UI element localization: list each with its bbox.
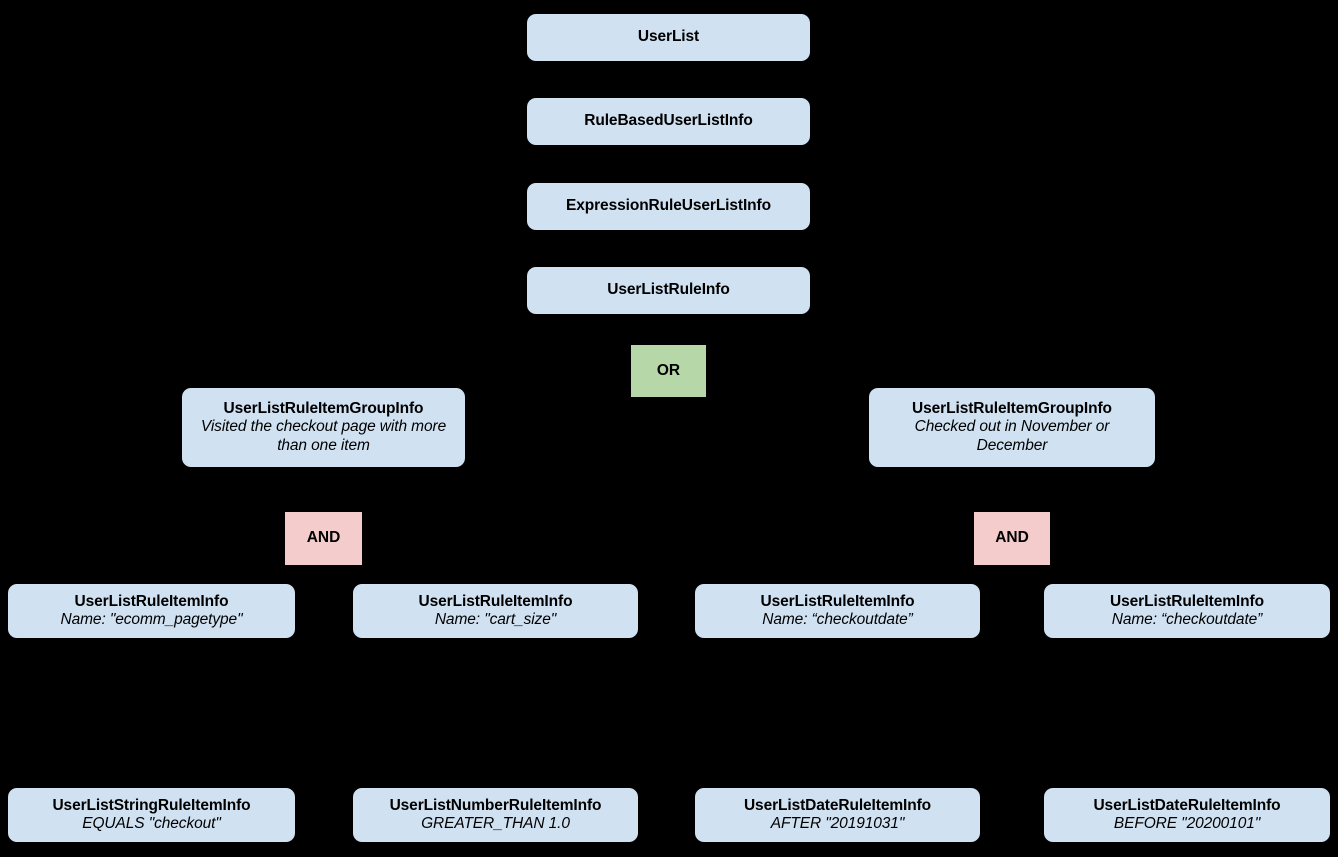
edge-userlist-to-rulebased (667, 61, 669, 99)
node-group-right-subtitle: Checked out in November or December (914, 418, 1110, 454)
edge-and-left-to-cartsize (494, 565, 496, 584)
node-user-list-rule-info[interactable]: UserListRuleInfo (527, 267, 810, 314)
node-leaf-date-before-subtitle: BEFORE "20200101" (1113, 815, 1261, 832)
edge-pagetype-to-leaf-string (151, 638, 153, 788)
node-item-checkoutdate-after[interactable]: UserListRuleItemInfo Name: “checkoutdate… (695, 584, 980, 638)
node-group-left-subtitle: Visited the checkout page with more than… (200, 418, 447, 454)
node-item-cart-size[interactable]: UserListRuleItemInfo Name: "cart_size" (353, 584, 638, 638)
and-operator-right-label: AND (995, 529, 1029, 547)
node-rule-based-user-list-info-title: RuleBasedUserListInfo (584, 112, 753, 130)
edge-expression-to-ruleinfo (667, 230, 669, 268)
edge-and-right-to-before (1185, 565, 1187, 584)
node-expression-rule-user-list-info[interactable]: ExpressionRuleUserListInfo (527, 183, 810, 230)
node-leaf-string-rule-title: UserListStringRuleItemInfo (52, 796, 251, 814)
node-leaf-number-rule-title: UserListNumberRuleItemInfo (389, 796, 602, 814)
edge-and-right-to-after (837, 565, 839, 584)
node-leaf-date-after-title: UserListDateRuleItemInfo (743, 796, 932, 814)
edge-or-to-group-right (1010, 370, 1012, 388)
node-group-left-title: UserListRuleItemGroupInfo (223, 400, 424, 418)
node-group-left[interactable]: UserListRuleItemGroupInfo Visited the ch… (182, 388, 465, 467)
node-leaf-number-rule-subtitle: GREATER_THAN 1.0 (421, 815, 570, 832)
node-and-operator-left[interactable]: AND (285, 512, 362, 565)
node-item-checkoutdate-before-title: UserListRuleItemInfo (1110, 592, 1264, 610)
node-group-right[interactable]: UserListRuleItemGroupInfo Checked out in… (869, 388, 1155, 467)
node-item-cart-size-title: UserListRuleItemInfo (418, 592, 573, 610)
node-item-ecomm-pagetype-subtitle: Name: "ecomm_pagetype" (60, 611, 243, 628)
node-user-list-rule-info-title: UserListRuleInfo (607, 281, 730, 299)
edge-cartsize-to-leaf-number (494, 638, 496, 788)
node-item-checkoutdate-after-title: UserListRuleItemInfo (760, 592, 915, 610)
edge-ruleinfo-to-or (667, 314, 669, 345)
edge-rulebased-to-expression (667, 145, 669, 183)
node-or-operator[interactable]: OR (631, 345, 706, 397)
node-leaf-string-rule[interactable]: UserListStringRuleItemInfo EQUALS "check… (8, 788, 295, 842)
node-leaf-date-after-subtitle: AFTER "20191031" (770, 815, 905, 832)
node-group-right-title: UserListRuleItemGroupInfo (912, 400, 1112, 418)
node-and-operator-right[interactable]: AND (974, 512, 1050, 565)
node-leaf-date-before[interactable]: UserListDateRuleItemInfo BEFORE "2020010… (1044, 788, 1330, 842)
edge-before-to-leaf-date-before (1185, 638, 1187, 788)
node-item-cart-size-subtitle: Name: "cart_size" (434, 611, 557, 628)
node-item-checkoutdate-before[interactable]: UserListRuleItemInfo Name: “checkoutdate… (1044, 584, 1330, 638)
edge-after-to-leaf-date-after (837, 638, 839, 788)
edge-group-right-to-and (1010, 467, 1012, 513)
node-item-ecomm-pagetype-title: UserListRuleItemInfo (74, 592, 229, 610)
or-operator-label: OR (656, 361, 681, 379)
node-leaf-date-after[interactable]: UserListDateRuleItemInfo AFTER "20191031… (695, 788, 980, 842)
node-leaf-date-before-title: UserListDateRuleItemInfo (1093, 796, 1281, 814)
edge-or-to-group-left (323, 370, 325, 388)
node-item-checkoutdate-before-subtitle: Name: “checkoutdate” (1111, 611, 1263, 628)
node-user-list[interactable]: UserList (527, 14, 810, 61)
edge-and-left-to-pagetype (151, 565, 153, 584)
edge-group-left-to-and (323, 467, 325, 513)
node-expression-rule-user-list-info-title: ExpressionRuleUserListInfo (566, 197, 771, 215)
node-item-checkoutdate-after-subtitle: Name: “checkoutdate” (762, 611, 913, 628)
node-item-ecomm-pagetype[interactable]: UserListRuleItemInfo Name: "ecomm_pagety… (8, 584, 295, 638)
node-rule-based-user-list-info[interactable]: RuleBasedUserListInfo (527, 98, 810, 145)
node-user-list-title: UserList (637, 28, 700, 46)
and-operator-left-label: AND (306, 529, 341, 547)
node-leaf-string-rule-subtitle: EQUALS "checkout" (82, 815, 221, 832)
node-leaf-number-rule[interactable]: UserListNumberRuleItemInfo GREATER_THAN … (353, 788, 638, 842)
